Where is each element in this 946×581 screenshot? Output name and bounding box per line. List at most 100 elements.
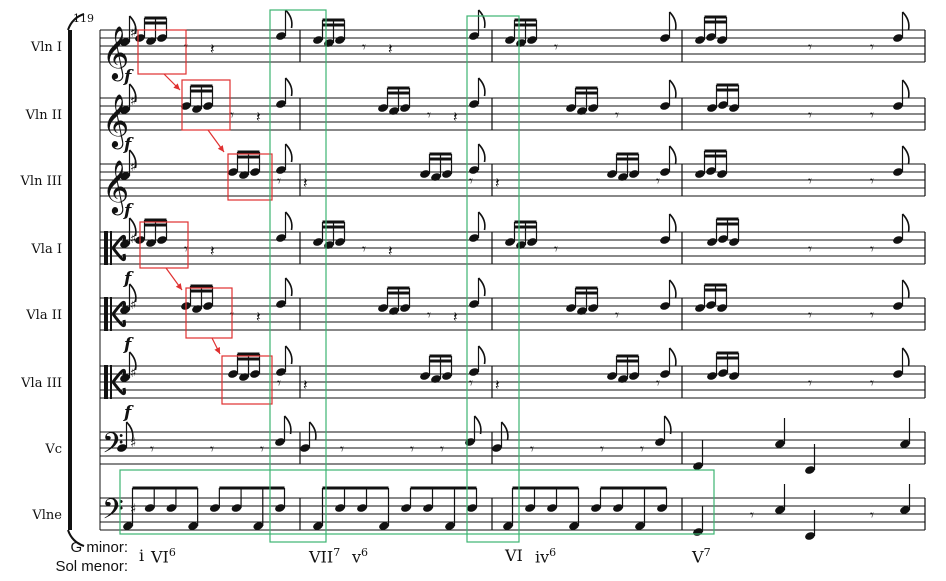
alto-clef-icon (104, 297, 126, 331)
flag (901, 347, 910, 367)
flag (308, 421, 317, 441)
notehead (400, 104, 410, 112)
notehead (120, 374, 130, 382)
quarter-rest-icon: 𝄽 (453, 108, 458, 126)
notehead (120, 306, 130, 314)
notehead (707, 372, 717, 380)
notehead (469, 32, 479, 40)
eighth-rest-icon: 𝄾 (440, 440, 444, 458)
notehead (442, 372, 452, 380)
notehead (566, 104, 576, 112)
notehead (210, 504, 220, 512)
notehead (613, 504, 623, 512)
notehead (505, 36, 515, 44)
notehead (192, 105, 202, 113)
notehead (378, 304, 388, 312)
notehead (660, 236, 670, 244)
notehead (276, 100, 286, 108)
dynamic-forte: f (123, 135, 134, 155)
notehead (525, 504, 535, 512)
roman-V7: V7 (692, 546, 711, 567)
notehead (607, 372, 617, 380)
notehead (146, 37, 156, 45)
notehead (660, 102, 670, 110)
key-signature-sharp-icon: ♯ (130, 94, 136, 109)
notehead (157, 236, 167, 244)
instrument-label: Vla III (20, 376, 62, 391)
notehead (717, 170, 727, 178)
arrow-head-icon (175, 283, 182, 290)
notehead (253, 522, 264, 530)
notehead (527, 36, 537, 44)
eighth-rest-icon: 𝄾 (870, 38, 874, 56)
notehead (420, 372, 430, 380)
flag (473, 415, 482, 435)
instrument-label: Vlne (31, 508, 62, 523)
notehead (335, 504, 345, 512)
notehead (505, 238, 515, 246)
notehead (239, 171, 249, 179)
notehead (120, 106, 130, 114)
notehead (893, 168, 903, 176)
notehead (250, 370, 260, 378)
flag (901, 11, 910, 31)
notehead (566, 304, 576, 312)
notehead (203, 302, 213, 310)
notehead (123, 522, 133, 530)
flag (901, 213, 910, 233)
instrument-label: Vla I (30, 242, 62, 257)
quarter-rest-icon: 𝄽 (495, 174, 500, 192)
notehead (693, 462, 703, 470)
quarter-rest-icon: 𝄽 (303, 376, 308, 394)
notehead (695, 304, 705, 312)
notehead (591, 504, 601, 512)
notehead (228, 370, 238, 378)
notehead (718, 235, 728, 243)
notehead (228, 168, 238, 176)
notehead (276, 32, 286, 40)
eighth-rest-icon: 𝄾 (427, 306, 431, 324)
alto-clef-icon (104, 365, 126, 399)
instrument-label: Vln II (25, 108, 62, 123)
flag (284, 9, 293, 29)
eighth-rest-icon: 𝄾 (870, 374, 874, 392)
bracket-top-curl (67, 13, 85, 31)
key-signature-sharp-icon: ♯ (130, 232, 136, 247)
notehead (469, 100, 479, 108)
flag (128, 149, 137, 169)
motif-highlight-box (181, 79, 231, 131)
notehead (635, 522, 645, 530)
notehead (239, 373, 249, 381)
arrow-head-icon (214, 347, 220, 354)
roman-VI6: VI6 (151, 546, 176, 567)
notehead (313, 238, 323, 246)
roman-v6: v6 (352, 546, 369, 567)
notehead (445, 522, 455, 530)
flag (284, 277, 293, 297)
flag (477, 143, 486, 163)
notehead (775, 440, 785, 448)
notehead (893, 370, 903, 378)
notehead (120, 38, 130, 46)
notehead (503, 522, 513, 530)
dynamic-forte: f (123, 201, 134, 221)
notehead (629, 372, 639, 380)
eighth-rest-icon: 𝄾 (277, 172, 281, 190)
notehead (166, 504, 177, 512)
key-signature-sharp-icon: ♯ (130, 26, 136, 41)
notehead (547, 504, 557, 512)
roman-iv6: iv6 (535, 546, 557, 567)
notehead (250, 168, 260, 176)
motif-highlight-box (221, 355, 273, 405)
dynamic-forte: f (123, 269, 134, 289)
quarter-rest-icon: 𝄽 (210, 40, 215, 58)
notehead (707, 238, 717, 246)
notehead (657, 504, 667, 512)
key-signature-sharp-icon: ♯ (130, 502, 136, 517)
motif-highlight-box (227, 153, 273, 201)
instrument-label: Vln III (20, 174, 62, 189)
notehead (775, 506, 785, 514)
eighth-rest-icon: 𝄾 (808, 306, 812, 324)
eighth-rest-icon: 𝄾 (870, 506, 874, 524)
notehead (718, 369, 728, 377)
